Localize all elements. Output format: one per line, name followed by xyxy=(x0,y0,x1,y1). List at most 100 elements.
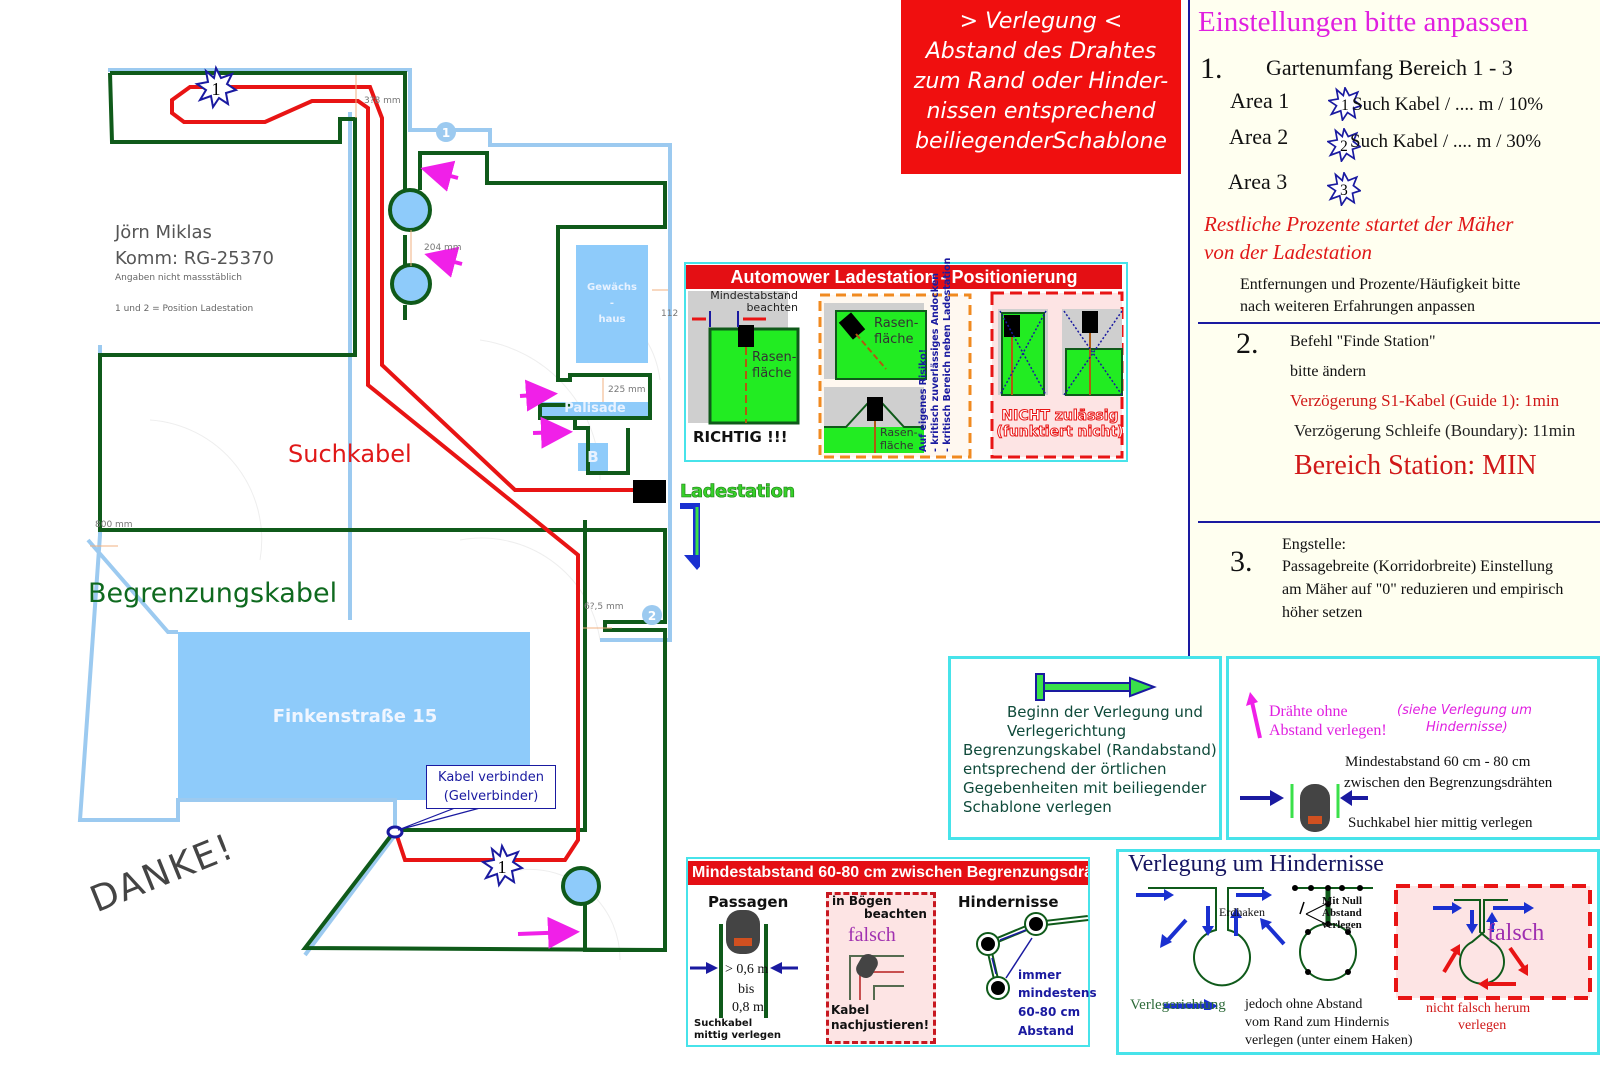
rasenflaeche-label-3: Rasen- fläche xyxy=(880,426,918,452)
guide-wire xyxy=(170,85,635,862)
kabel-verbinden-callout: Kabel verbinden (Gelverbinder) xyxy=(426,765,556,809)
gel-connector xyxy=(386,825,404,839)
jedoch-line-3: verlegen (unter einem Haken) xyxy=(1245,1033,1413,1048)
greenhouse-label-3: haus xyxy=(598,314,626,325)
property-line xyxy=(77,68,672,822)
remaining-percent-line-1: Restliche Prozente startet der Mäher xyxy=(1204,212,1514,236)
svg-text:1: 1 xyxy=(498,857,507,877)
passage-illustration xyxy=(690,910,798,1018)
min-distance-info-2: zwischen den Begrenzungsdrähten xyxy=(1344,775,1553,791)
risk-note: Auf eigenes Risiko! - kritisch zuverläss… xyxy=(918,258,954,452)
beginn-line-2: Verlegerichtung xyxy=(1007,722,1127,740)
richtig-label: RICHTIG !!! xyxy=(693,428,788,446)
passage-dist-2: bis xyxy=(738,982,755,997)
area-2-star-icon: 2 xyxy=(1327,128,1361,162)
boegen-line-2: beachten xyxy=(864,907,927,921)
not-allowed-line-1: NICHT zulässig xyxy=(1001,408,1119,425)
rasen-text-3: Rasen- xyxy=(874,316,919,331)
passage-dist-3: 0,8 m xyxy=(732,1000,764,1015)
station-range: Bereich Station: MIN xyxy=(1294,450,1537,481)
section-divider-2 xyxy=(1198,521,1600,523)
suchkabel-mittig-2: mittig verlegen xyxy=(694,1030,781,1041)
station-note: 1 und 2 = Position Ladestation xyxy=(115,304,254,314)
start-direction-arrow-icon xyxy=(1035,673,1157,701)
dim-left-edge: 800 mm xyxy=(95,520,133,530)
settings-title: Einstellungen bitte anpassen xyxy=(1198,6,1529,38)
section-2-line-1: Befehl "Finde Station" xyxy=(1290,333,1436,350)
greenhouse xyxy=(576,245,648,363)
hindernisse-heading: Hindernisse xyxy=(958,893,1059,911)
risk-line-2: - kritisch zuverlässiges Andocken xyxy=(930,272,941,452)
passage-dist-1: > 0,6 m xyxy=(725,962,769,977)
label-begrenzungskabel: Begrenzungskabel xyxy=(88,578,338,609)
passagen-heading: Passagen xyxy=(708,893,789,911)
area-2-text: Such Kabel / .... m / 30% xyxy=(1350,131,1542,152)
area-1-text: Such Kabel / .... m / 10% xyxy=(1352,94,1544,115)
boegen-line-1: in Bögen xyxy=(832,894,892,908)
dim-top-corridor: 3?8 mm xyxy=(364,96,401,106)
blue-left-arrow-icon xyxy=(1340,790,1368,806)
beginn-line-4: entsprechend der örtlichen xyxy=(963,760,1167,778)
not-allowed-line-2: (funktiert nicht) xyxy=(996,424,1124,441)
svg-text:1: 1 xyxy=(1341,97,1349,114)
label-ladestation: Ladestation xyxy=(680,481,796,503)
greenhouse-label-2: - xyxy=(609,298,615,309)
section-3-line-1: Engstelle: xyxy=(1282,536,1346,553)
risk-line-3: - kritisch Bereich neben Ladestation xyxy=(942,257,953,452)
svg-text:1: 1 xyxy=(212,79,221,99)
pointer-arrows xyxy=(420,160,580,949)
mit-null-abstand-label: Mit Null Abstand verlegen xyxy=(1322,895,1362,931)
owner-name: Jörn Miklas xyxy=(115,222,212,243)
area-1-label: Area 1 xyxy=(1230,88,1290,113)
station-marker-2: 2 xyxy=(642,605,662,625)
suchkabel-mittig-1: Suchkabel xyxy=(694,1018,753,1029)
section-3-line-2: Passagebreite (Korridorbreite) Einstellu… xyxy=(1282,558,1554,575)
min-distance-label: Mindestabstand beachten xyxy=(708,290,798,314)
area-2-label: Area 2 xyxy=(1229,124,1289,149)
suchkabel-mittig-note: Suchkabel hier mittig verlegen xyxy=(1348,815,1533,831)
delay-guide: Verzögerung S1-Kabel (Guide 1): 1min xyxy=(1290,391,1560,410)
section-divider-1 xyxy=(1198,322,1600,324)
draehte-line-2: Abstand verlegen! xyxy=(1269,722,1387,739)
banner-line-1: > Verlegung < xyxy=(959,9,1123,34)
adjust-note-line-1: Entfernungen und Prozente/Häufigkeit bit… xyxy=(1240,276,1521,293)
trees xyxy=(388,188,601,906)
direction-arrow-down xyxy=(680,503,700,570)
rasen-text-6: fläche xyxy=(880,439,914,452)
kabel-nachjustieren-1: Kabel xyxy=(831,1003,870,1017)
dimension-lines xyxy=(90,75,668,629)
verlegung-banner: > Verlegung < Abstand des Drahtes zum Ra… xyxy=(901,0,1181,174)
adjust-note-line-2: nach weiteren Erfahrungen anpassen xyxy=(1240,298,1475,315)
jedoch-line-2: vom Rand zum Hindernis xyxy=(1245,1015,1390,1030)
banner-line-5: beiliegenderSchablone xyxy=(915,129,1167,154)
rasen-text-4: fläche xyxy=(874,332,914,347)
curve-mower-icon xyxy=(849,954,904,1000)
beginn-line-3: Begrenzungskabel (Randabstand) xyxy=(963,741,1217,759)
greenhouse-label-1: Gewächs xyxy=(587,282,637,293)
rasen-text-2: fläche xyxy=(752,366,792,381)
kabel-nachjustieren-2: nachjustieren! xyxy=(831,1018,930,1032)
min-distance-line-1: Mindestabstand xyxy=(710,289,798,302)
dim-palisade-gap: 225 mm xyxy=(608,385,646,395)
min-distance-info-1: Mindestabstand 60 cm - 80 cm xyxy=(1345,754,1531,770)
mower-passage-icon xyxy=(1240,784,1348,832)
immer-line-3: 60-80 cm xyxy=(1018,1005,1081,1019)
mit-null-line-3: verlegen xyxy=(1322,919,1362,931)
remaining-percent-line-2: von der Ladestation xyxy=(1204,240,1372,264)
section-1-heading: Gartenumfang Bereich 1 - 3 xyxy=(1266,55,1513,80)
risk-line-1: Auf eigenes Risiko! xyxy=(918,348,929,452)
area-1-star-icon: 1 xyxy=(1328,87,1362,121)
dim-between-trees: 204 mm xyxy=(424,243,462,253)
hindernisse-illustrations xyxy=(1136,884,1592,1010)
callout-pointer xyxy=(397,807,481,831)
palisade-label: Palisade xyxy=(564,401,626,416)
svg-text:1: 1 xyxy=(442,126,450,140)
rasen-text-1: Rasen- xyxy=(752,350,797,365)
immer-line-2: mindestens xyxy=(1018,986,1097,1000)
mindestabstand-title: Mindestabstand 60-80 cm zwischen Begrenz… xyxy=(688,861,1088,885)
hindernisse-box-title: Verlegung um Hindernisse xyxy=(1128,851,1384,877)
dim-greenhouse-side: 112 xyxy=(661,309,679,319)
not-allowed-label: NICHT zulässig (funktiert nicht) xyxy=(994,408,1126,441)
falsch-label-1: falsch xyxy=(848,924,896,946)
settings-panel: Einstellungen bitte anpassen 1. Gartenum… xyxy=(1188,0,1600,658)
